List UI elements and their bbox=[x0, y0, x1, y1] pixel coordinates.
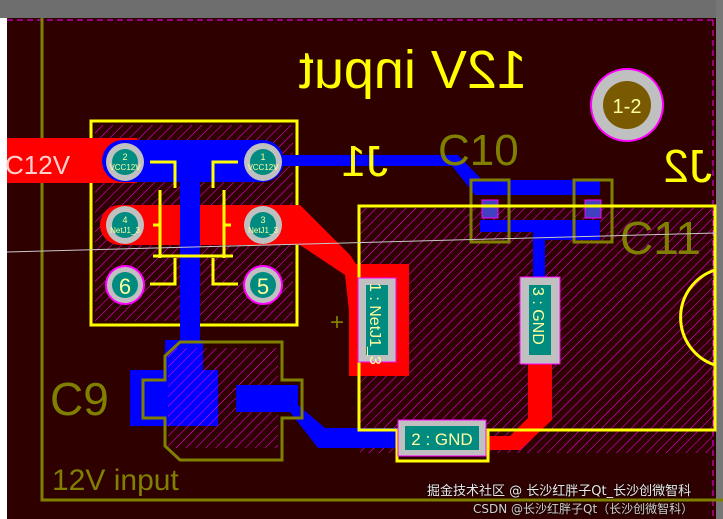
polarity-mark: + bbox=[330, 309, 344, 336]
j1-pad-2[interactable]: 2 VCC12V bbox=[106, 143, 144, 181]
silk-text-bottom: 12V input bbox=[52, 464, 179, 497]
watermark-line1: 掘金技术社区 @ 长沙红胖子Qt_长沙创微智科 bbox=[427, 484, 692, 499]
c10-pad2[interactable] bbox=[584, 199, 602, 219]
pad-number: 5 bbox=[257, 274, 269, 299]
silk-text-top: 12V input bbox=[299, 40, 527, 100]
c11-designator: C11 bbox=[620, 212, 701, 264]
c9-designator: C9 bbox=[50, 373, 109, 425]
c9-outline[interactable] bbox=[141, 340, 304, 462]
pad-number: 1 bbox=[260, 152, 265, 162]
c10-pad-outline-2[interactable] bbox=[572, 178, 614, 244]
hole-core bbox=[603, 81, 651, 129]
watermark-line2: CSDN @长沙红胖子Qt（长沙创微智科） bbox=[473, 502, 694, 516]
ratsnest-line bbox=[6, 232, 717, 253]
j1-pad-4[interactable]: 4 NetJ1_3 bbox=[106, 206, 144, 244]
c11-pad-2[interactable]: 2 : GND bbox=[397, 419, 487, 457]
c11-pad1-label: 1 : NetJ1_3 bbox=[366, 283, 383, 365]
right-scrollbar[interactable] bbox=[716, 0, 723, 519]
j1-pad-6[interactable]: 6 bbox=[105, 265, 145, 305]
hole-label: 1-2 bbox=[613, 96, 642, 118]
c11-pad-1[interactable]: 1 : NetJ1_3 bbox=[357, 277, 397, 365]
pad-core bbox=[529, 285, 551, 355]
trace-c10[interactable] bbox=[270, 155, 600, 195]
c10-pad1[interactable] bbox=[481, 199, 499, 219]
trace-netj1-3[interactable] bbox=[100, 205, 380, 320]
pad-number: 6 bbox=[119, 274, 131, 299]
c11-outline[interactable] bbox=[357, 204, 717, 463]
c11-pad3-label: 3 : GND bbox=[529, 287, 546, 345]
c10-designator: C10 bbox=[438, 126, 519, 175]
top-bar bbox=[0, 0, 723, 18]
j1-pad-5[interactable]: 5 bbox=[243, 265, 283, 305]
c11-pad-3[interactable]: 3 : GND bbox=[519, 276, 561, 365]
trace-gnd-bottom[interactable] bbox=[480, 220, 600, 282]
j1-pad-3[interactable]: 3 NetJ1_3 bbox=[244, 206, 282, 244]
pad-net: VCC12V bbox=[247, 163, 279, 172]
pad-number: 2 bbox=[122, 152, 127, 162]
pad-number: 3 bbox=[260, 215, 265, 225]
net-label-left: C12V bbox=[5, 150, 71, 180]
pad-net: NetJ1_3 bbox=[110, 226, 140, 235]
pad-net: NetJ1_3 bbox=[248, 226, 278, 235]
pad-core bbox=[366, 285, 388, 355]
j1-switch-symbol bbox=[150, 160, 238, 286]
pad-number: 4 bbox=[122, 215, 127, 225]
j2-designator: J2 bbox=[663, 140, 712, 192]
j1-pad-1[interactable]: 1 VCC12V bbox=[244, 143, 282, 181]
trace-gnd-top[interactable] bbox=[485, 362, 552, 450]
pad-net: VCC12V bbox=[109, 163, 141, 172]
c11-pad2-label: 2 : GND bbox=[411, 430, 472, 449]
c11-polarity-arc bbox=[679, 268, 716, 367]
pad-core bbox=[405, 426, 479, 450]
trace-c9-gnd[interactable] bbox=[236, 385, 398, 448]
c10-pad-outline-1[interactable] bbox=[469, 178, 511, 244]
j1-designator: J1 bbox=[342, 137, 388, 186]
